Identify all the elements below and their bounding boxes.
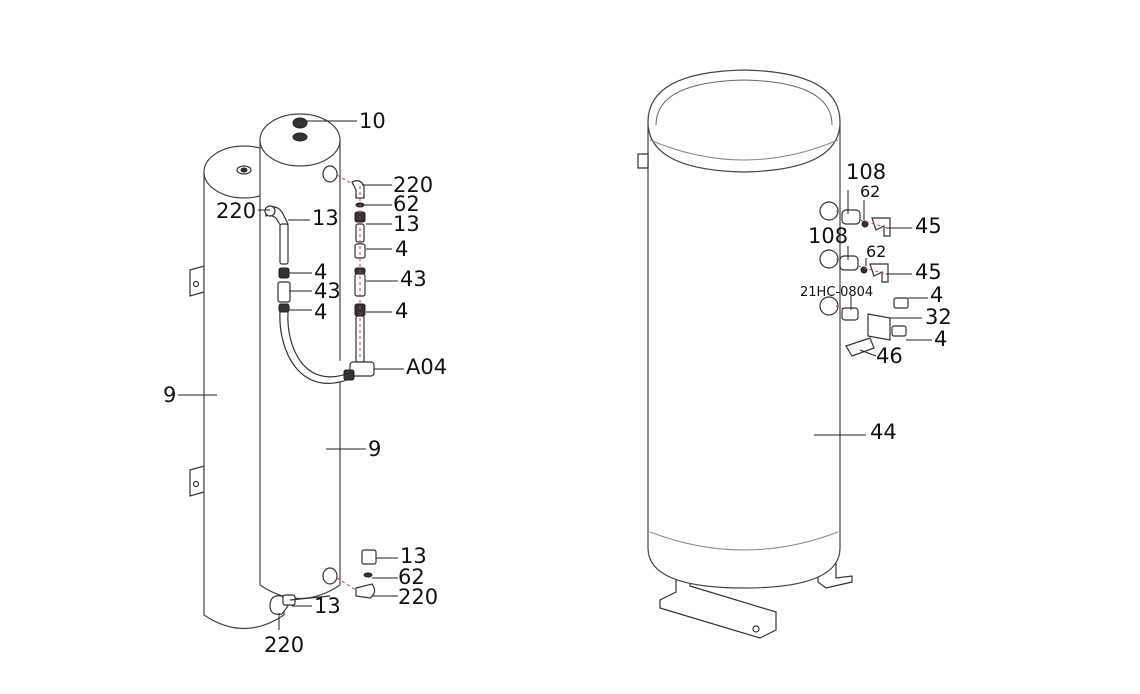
callout-220-upper-left: 220 [216, 199, 256, 223]
callout-13-upper-right: 13 [393, 212, 420, 236]
callout-220-lower-left: 220 [264, 633, 304, 657]
callout-44: 44 [870, 420, 897, 444]
callout-62-lower: 62 [398, 565, 425, 589]
callout-10: 10 [359, 109, 386, 133]
callout-43-right: 43 [400, 267, 427, 291]
callout-108-lower: 108 [808, 224, 848, 248]
callout-4-left-b: 4 [314, 300, 327, 324]
callout-4-left-a: 4 [314, 260, 327, 284]
left-assembly: 10 220 62 13 4 43 4 A04 220 13 4 43 4 9 … [163, 109, 447, 657]
callout-62-lower-right: 62 [866, 242, 886, 261]
callout-4-a: 4 [395, 237, 408, 261]
callout-13-lower-right: 13 [400, 544, 427, 568]
callout-220-lower-right: 220 [398, 585, 438, 609]
callout-108-upper: 108 [846, 160, 886, 184]
callout-32: 32 [925, 305, 952, 329]
callout-46: 46 [876, 344, 903, 368]
right-leader-lines [814, 190, 932, 436]
right-fittings [835, 209, 909, 357]
right-assembly: 108 62 45 108 62 45 21HC-0804 4 32 4 46 … [637, 69, 952, 639]
callout-220-upper-right: 220 [393, 173, 433, 197]
right-callouts: 108 62 45 108 62 45 21HC-0804 4 32 4 46 … [800, 160, 952, 444]
callout-4-lower: 4 [934, 327, 947, 351]
left-callouts: 10 220 62 13 4 43 4 A04 220 13 4 43 4 9 … [163, 109, 447, 657]
callout-62-upper: 62 [393, 192, 420, 216]
callout-9-left: 9 [163, 383, 176, 407]
callout-part-code: 21HC-0804 [800, 285, 873, 300]
left-leader-lines [178, 120, 404, 630]
callout-13-upper-left: 13 [312, 206, 339, 230]
callout-4-upper: 4 [930, 283, 943, 307]
callout-43-left: 43 [314, 279, 341, 303]
right-pipe-column [336, 174, 375, 381]
callout-62-upper-right: 62 [860, 182, 880, 201]
callout-45-upper: 45 [915, 214, 942, 238]
receiver-tank [637, 69, 841, 589]
callout-13-lower-left: 13 [314, 594, 341, 618]
callout-9-right: 9 [368, 437, 381, 461]
left-pipe-column [264, 205, 353, 384]
callout-A04: A04 [406, 355, 447, 379]
callout-4-b: 4 [395, 299, 408, 323]
lower-fittings [269, 549, 377, 615]
bracket-lower [189, 465, 205, 497]
bracket-upper [189, 265, 205, 297]
callout-45-lower: 45 [915, 260, 942, 284]
